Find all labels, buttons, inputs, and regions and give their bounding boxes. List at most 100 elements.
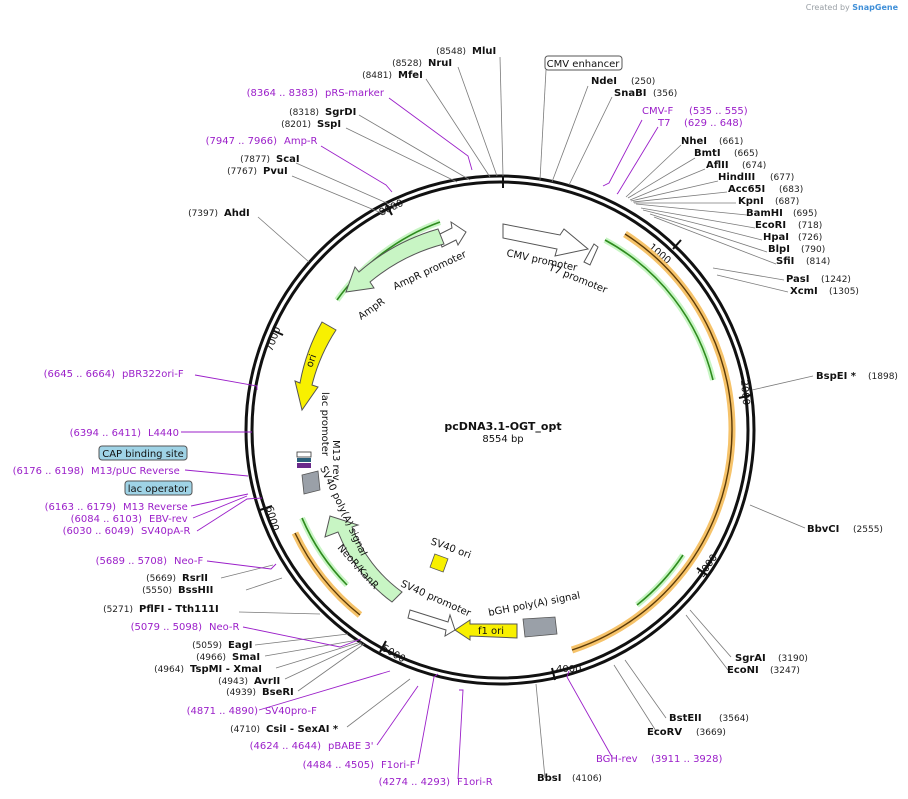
pos-econi: (3247) xyxy=(770,666,800,676)
pos-eagi: (5059) xyxy=(192,641,222,651)
primer-ampr-range: (7947 .. 7966) xyxy=(206,136,278,147)
pos-ecorv: (3669) xyxy=(696,728,726,738)
cap-site-box xyxy=(297,458,311,462)
site-bbsi: BbsI xyxy=(537,773,561,784)
ori-arrow xyxy=(294,321,337,412)
primer-f1ori-f-range: (4484 .. 4505) xyxy=(303,760,375,771)
pos-scai: (7877) xyxy=(240,155,270,165)
primer-m13puc-range: (6176 .. 6198) xyxy=(13,466,85,477)
pos-sgrdi: (8318) xyxy=(289,108,319,118)
pos-kpni: (687) xyxy=(775,197,799,207)
primer-cmv-f: CMV-F xyxy=(642,106,673,117)
site-smai: SmaI xyxy=(232,652,260,663)
pos-nhei: (661) xyxy=(719,137,743,147)
site-acc65i: Acc65I xyxy=(728,184,765,195)
site-pasi: PasI xyxy=(786,274,809,285)
cmv-promoter-arrow xyxy=(502,223,590,257)
pos-avrii: (4943) xyxy=(218,677,248,687)
pos-sgrai: (3190) xyxy=(778,654,808,664)
orf-green-line-4 xyxy=(336,221,441,301)
primer-sv40pa-r: SV40pA-R xyxy=(141,526,190,537)
primer-ampr: Amp-R xyxy=(284,136,318,147)
site-mlui: MluI xyxy=(472,46,496,57)
pos-bbvci: (2555) xyxy=(853,525,883,535)
pos-bspei: (1898) xyxy=(868,372,898,382)
label-ori: ori xyxy=(304,353,319,369)
primer-sv40pro-f: SV40pro-F xyxy=(265,706,317,717)
pos-xcmi: (1305) xyxy=(829,287,859,297)
primer-f1ori-r-range: (4274 .. 4293) xyxy=(379,777,451,788)
site-csii: CsiI - SexAI * xyxy=(266,724,339,735)
pos-sfii: (814) xyxy=(806,257,830,267)
pos-rsrii: (5669) xyxy=(146,574,176,584)
site-scai: ScaI xyxy=(276,154,300,165)
site-ahdi: AhdI xyxy=(224,208,250,219)
primer-neo-r: Neo-R xyxy=(209,622,240,633)
lac-promoter-box xyxy=(296,451,312,458)
pos-aflii: (674) xyxy=(742,161,766,171)
pos-ecori: (718) xyxy=(798,221,822,231)
site-ndei: NdeI xyxy=(591,76,617,87)
site-bsshii: BssHII xyxy=(178,585,213,596)
primer-m13puc: M13/pUC Reverse xyxy=(91,466,180,477)
pos-pflfi: (5271) xyxy=(103,605,133,615)
sv40-ori-box xyxy=(429,553,449,573)
site-bseri: BseRI xyxy=(262,687,294,698)
pos-csii: (4710) xyxy=(230,725,260,735)
primer-m13-reverse-range: (6163 .. 6179) xyxy=(45,502,117,513)
f1-ori-arrow xyxy=(454,619,518,641)
snapgene-credit: Created by SnapGene xyxy=(806,3,898,12)
pos-sspi: (8201) xyxy=(281,120,311,130)
pos-smai: (4966) xyxy=(196,653,226,663)
site-bmti: BmtI xyxy=(694,148,721,159)
site-pflfi: PflFI - Tth111I xyxy=(139,604,219,615)
primer-f1ori-f: F1ori-F xyxy=(381,760,416,771)
orf-green-line-3 xyxy=(301,517,348,586)
primer-pbabe3-range: (4624 .. 4644) xyxy=(250,741,322,752)
cap-binding-label: CAP binding site xyxy=(102,449,184,460)
ampr-arrow xyxy=(345,228,445,293)
label-f1-ori: f1 ori xyxy=(478,626,504,637)
primer-pbr322ori-f: pBR322ori-F xyxy=(122,369,184,380)
primer-pbr322ori-f-range: (6645 .. 6664) xyxy=(44,369,116,380)
site-blpi: BlpI xyxy=(768,244,790,255)
ampr-promoter-arrow xyxy=(437,220,467,248)
tick-3000: 3000 xyxy=(696,553,720,580)
backbone-outer xyxy=(244,174,756,686)
site-bsteii: BstEII xyxy=(669,713,702,724)
pos-snabi: (356) xyxy=(653,89,677,99)
label-lac-promoter: lac promoter xyxy=(319,392,330,457)
label-ampr: AmpR xyxy=(356,296,387,322)
site-hpai: HpaI xyxy=(763,232,789,243)
primer-cmv-f-range: (535 .. 555) xyxy=(689,106,748,117)
primer-neo-f-range: (5689 .. 5708) xyxy=(96,556,168,567)
site-pvui: PvuI xyxy=(263,166,288,177)
orf-orange-line-left xyxy=(294,532,361,616)
pos-tspmi: (4964) xyxy=(154,665,184,675)
primer-ebv-rev: EBV-rev xyxy=(149,514,188,525)
pos-bmti: (665) xyxy=(734,149,758,159)
pos-pvui: (7767) xyxy=(227,167,257,177)
snapgene-logo: SnapGene xyxy=(852,3,898,12)
site-sgrai: SgrAI xyxy=(735,653,766,664)
pos-acc65i: (683) xyxy=(779,185,803,195)
primer-t7: T7 xyxy=(657,118,670,129)
site-kpni: KpnI xyxy=(738,196,764,207)
pos-bsteii: (3564) xyxy=(719,714,749,724)
label-bgh: bGH poly(A) signal xyxy=(487,590,581,619)
primer-prs-marker-range: (8364 .. 8383) xyxy=(247,88,319,99)
pos-nrui: (8528) xyxy=(392,59,422,69)
site-sspi: SspI xyxy=(317,119,341,130)
primer-prs-marker: pRS-marker xyxy=(325,88,385,99)
credit-prefix: Created by xyxy=(805,3,850,12)
primer-neo-r-range: (5079 .. 5098) xyxy=(131,622,203,633)
primer-pbabe3: pBABE 3' xyxy=(328,741,374,752)
lac-operator-label: lac operator xyxy=(128,484,189,495)
backbone-inner xyxy=(250,180,750,680)
site-eagi: EagI xyxy=(228,640,252,651)
plasmid-name: pcDNA3.1-OGT_opt xyxy=(444,420,561,433)
site-sfii: SfiI xyxy=(776,256,794,267)
pos-ahdi: (7397) xyxy=(188,209,218,219)
sv40-polya-box xyxy=(301,470,321,495)
site-econi: EcoNI xyxy=(727,665,759,676)
